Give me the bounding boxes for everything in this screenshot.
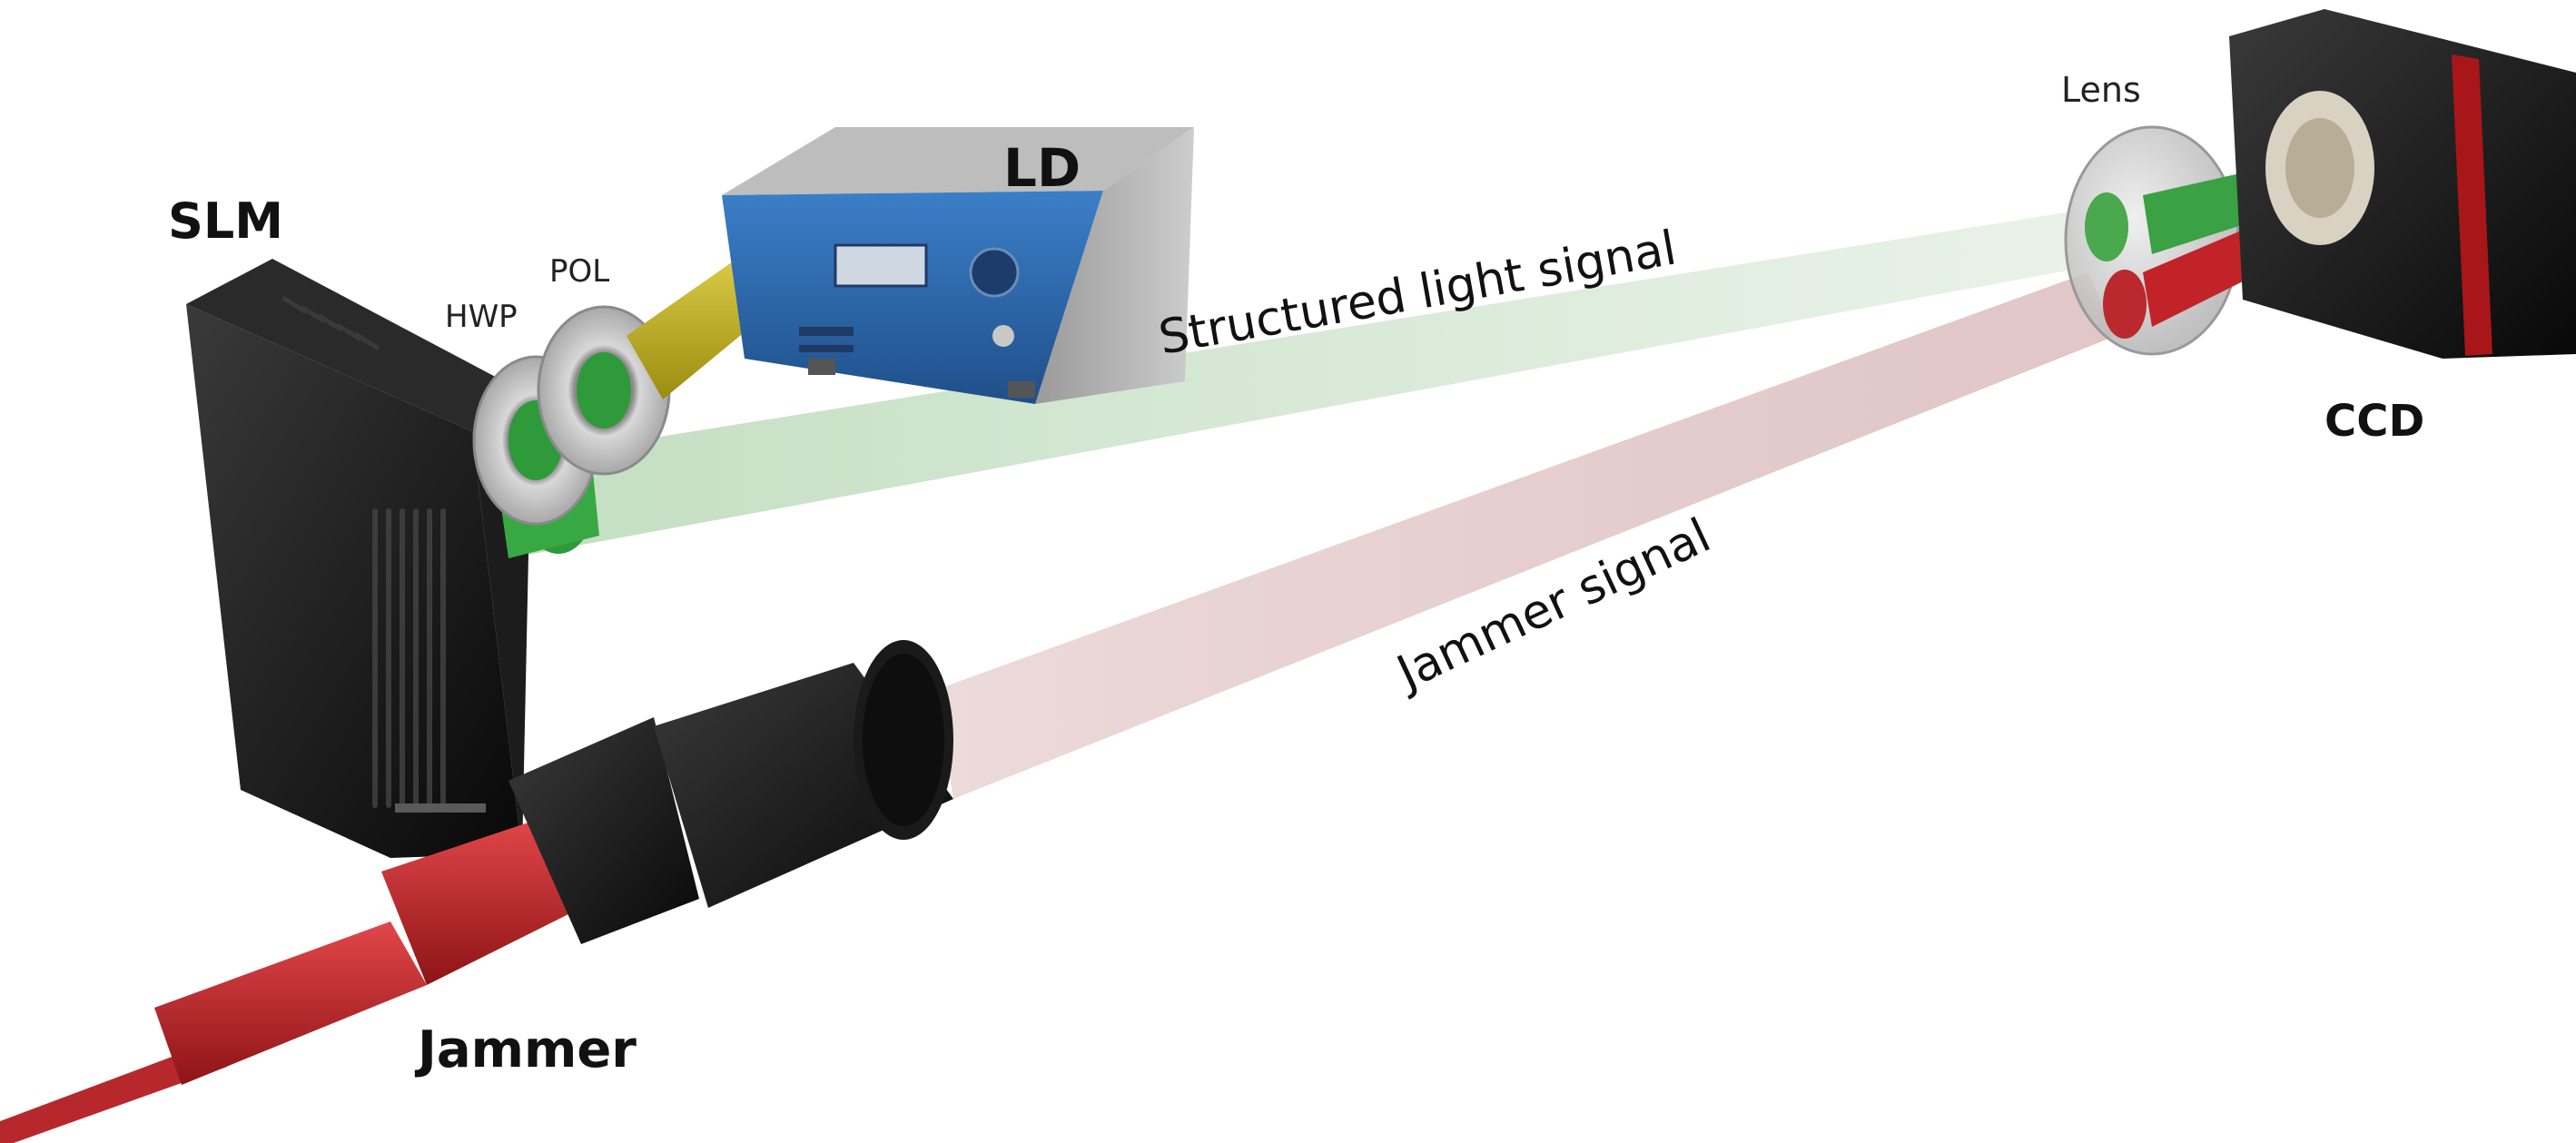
ccd-camera-icon — [2229, 9, 2576, 359]
hwp-label: HWP — [445, 299, 518, 335]
slm-device-icon — [186, 259, 531, 858]
slm-label: SLM — [168, 192, 283, 250]
laser-diode-driver-icon — [722, 127, 1194, 404]
lens-label: Lens — [2061, 70, 2141, 110]
structured-light-beam — [495, 209, 2107, 558]
jammer-laser-icon — [0, 640, 953, 1143]
jammer-beam — [935, 272, 2116, 799]
jammer-label: Jammer — [414, 1020, 637, 1079]
pol-label: POL — [549, 253, 609, 290]
ccd-label: CCD — [2324, 396, 2424, 447]
ld-label: LD — [1003, 137, 1081, 199]
